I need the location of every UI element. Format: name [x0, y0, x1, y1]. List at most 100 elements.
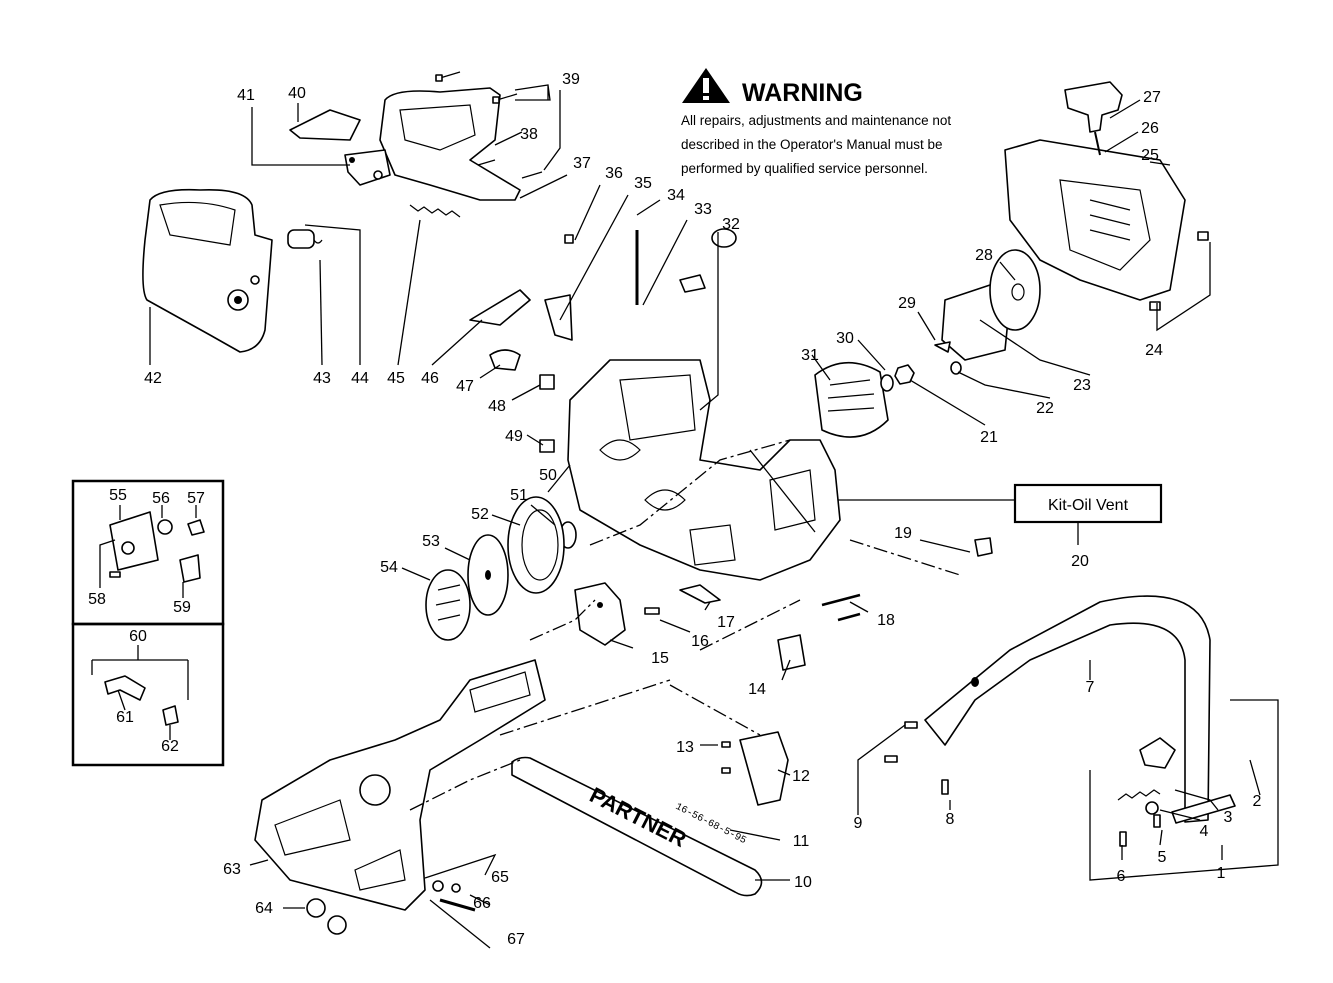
part-label-64: 64: [255, 900, 273, 917]
warning-line-2: described in the Operator's Manual must …: [681, 137, 942, 152]
part-label-62: 62: [161, 738, 179, 755]
leader-lines: [91, 84, 1279, 949]
part-label-41: 41: [237, 87, 255, 104]
warning-block: WARNING All repairs, adjustments and mai…: [681, 68, 951, 176]
side-cover: [254, 659, 546, 911]
warning-line-3: performed by qualified service personnel…: [681, 161, 928, 176]
part-label-29: 29: [898, 295, 916, 312]
part-label-17: 17: [717, 614, 735, 631]
kit-oil-vent-box: Kit-Oil Vent: [1013, 483, 1163, 524]
guard-hardware: [884, 721, 1236, 847]
part-label-18: 18: [877, 612, 895, 629]
part-label-54: 54: [380, 559, 398, 576]
inset-oil-pump-parts: [109, 511, 205, 583]
kit-oil-vent-label: Kit-Oil Vent: [1048, 497, 1129, 514]
part-label-40: 40: [288, 85, 306, 102]
part-label-58: 58: [88, 591, 106, 608]
part-label-37: 37: [573, 155, 591, 172]
part-label-12: 12: [792, 768, 810, 785]
front-hand-guard: [924, 595, 1211, 823]
part-label-31: 31: [801, 347, 819, 364]
cover-nuts: [306, 880, 476, 935]
part-label-28: 28: [975, 247, 993, 264]
part-label-60: 60: [129, 628, 147, 645]
guide-bar: PARTNER 16-56-68-5-95: [511, 756, 763, 897]
part-label-59: 59: [173, 599, 191, 616]
part-label-39: 39: [562, 71, 580, 88]
inset-oil-line-parts: [104, 675, 179, 726]
part-label-5: 5: [1158, 849, 1167, 866]
inset-box-bottom: [71, 622, 225, 767]
assembly-lines: [409, 439, 961, 811]
part-label-4: 4: [1200, 823, 1209, 840]
crankcase: [567, 359, 841, 581]
part-label-25: 25: [1141, 147, 1159, 164]
part-label-51: 51: [510, 487, 528, 504]
part-label-45: 45: [387, 370, 405, 387]
part-label-10: 10: [794, 874, 812, 891]
part-label-55: 55: [109, 487, 127, 504]
part-label-52: 52: [471, 506, 489, 523]
part-label-16: 16: [691, 633, 709, 650]
part-label-15: 15: [651, 650, 669, 667]
part-label-66: 66: [473, 895, 491, 912]
part-label-43: 43: [313, 370, 331, 387]
brake-lever-parts: [469, 234, 574, 453]
spring-45: [409, 204, 461, 218]
part-label-14: 14: [748, 681, 766, 698]
part-label-35: 35: [634, 175, 652, 192]
part-label-48: 48: [488, 398, 506, 415]
part-label-27: 27: [1143, 89, 1161, 106]
part-label-30: 30: [836, 330, 854, 347]
part-label-56: 56: [152, 490, 170, 507]
part-label-42: 42: [144, 370, 162, 387]
warning-line-1: All repairs, adjustments and maintenance…: [681, 113, 951, 128]
warning-triangle-icon: [682, 68, 730, 103]
bar-plate: [721, 731, 789, 806]
part-number-labels: 1 2 3 4 5 6 7 8 9 10 11 12 13 14 15 16 1…: [88, 71, 1261, 948]
part-label-20: 20: [1071, 553, 1089, 570]
front-handle-bracket: [289, 87, 521, 201]
part-label-13: 13: [676, 739, 694, 756]
part-label-47: 47: [456, 378, 474, 395]
flywheel-washer-nut: [880, 364, 915, 392]
rear-handle: [142, 188, 273, 353]
part-label-49: 49: [505, 428, 523, 445]
part-label-34: 34: [667, 187, 685, 204]
part-label-9: 9: [854, 815, 863, 832]
part-label-44: 44: [351, 370, 369, 387]
part-label-53: 53: [422, 533, 440, 550]
part-label-32: 32: [722, 216, 740, 233]
part-label-8: 8: [946, 811, 955, 828]
part-label-11: 11: [793, 833, 810, 850]
part-label-36: 36: [605, 165, 623, 182]
part-label-24: 24: [1145, 342, 1163, 359]
chain-tensioner-parts: [574, 537, 993, 671]
part-label-2: 2: [1253, 793, 1262, 810]
part-label-1: 1: [1217, 865, 1226, 882]
starter-pulley: [934, 249, 1041, 375]
part-label-21: 21: [980, 429, 998, 446]
stud-and-oil-cap: [635, 228, 737, 305]
part-label-38: 38: [520, 126, 538, 143]
part-label-23: 23: [1073, 377, 1091, 394]
handle-screws: [435, 71, 543, 179]
spring-43: [287, 229, 323, 249]
part-label-26: 26: [1141, 120, 1159, 137]
part-label-3: 3: [1224, 809, 1233, 826]
flywheel: [814, 361, 889, 438]
part-label-65: 65: [491, 869, 509, 886]
part-label-22: 22: [1036, 400, 1054, 417]
part-label-61: 61: [116, 709, 134, 726]
warning-title: WARNING: [742, 79, 863, 107]
part-label-63: 63: [223, 861, 241, 878]
part-label-46: 46: [421, 370, 439, 387]
part-label-7: 7: [1086, 679, 1095, 696]
part-label-57: 57: [187, 490, 205, 507]
starter-housing: [1004, 81, 1209, 311]
part-label-6: 6: [1117, 868, 1126, 885]
part-label-19: 19: [894, 525, 912, 542]
part-label-33: 33: [694, 201, 712, 218]
part-label-67: 67: [507, 931, 525, 948]
